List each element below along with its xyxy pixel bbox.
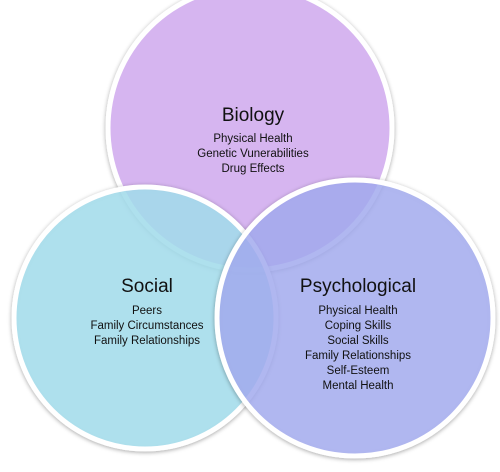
psychological-label-group: Psychological Physical Health Coping Ski… bbox=[300, 276, 416, 392]
social-item: Family Relationships bbox=[94, 335, 200, 347]
biology-item: Physical Health bbox=[213, 133, 292, 145]
social-title: Social bbox=[121, 276, 173, 297]
psychological-circle bbox=[214, 177, 496, 459]
psychological-item: Self-Esteem bbox=[327, 365, 390, 377]
biology-item: Drug Effects bbox=[221, 163, 284, 175]
psychological-item: Coping Skills bbox=[325, 320, 392, 332]
social-item: Peers bbox=[132, 305, 162, 317]
psychological-item: Social Skills bbox=[327, 335, 389, 347]
circles-layer bbox=[11, 0, 496, 459]
social-label-group: Social Peers Family Circumstances Family… bbox=[90, 276, 203, 347]
psychological-item: Family Relationships bbox=[305, 350, 411, 362]
biology-label-group: Biology Physical Health Genetic Vunerabi… bbox=[197, 105, 309, 175]
psychological-title: Psychological bbox=[300, 276, 416, 297]
social-item: Family Circumstances bbox=[90, 320, 203, 332]
psychological-item: Physical Health bbox=[318, 305, 397, 317]
biology-item: Genetic Vunerabilities bbox=[197, 148, 309, 160]
biology-title: Biology bbox=[222, 105, 285, 126]
psychological-item: Mental Health bbox=[323, 380, 394, 392]
